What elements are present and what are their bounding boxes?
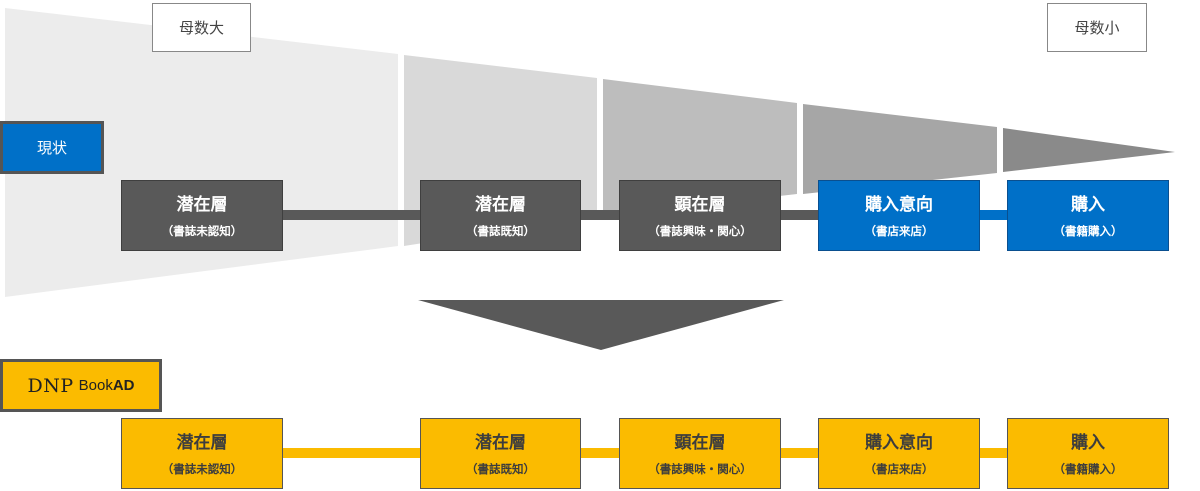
dnp-stage-3: 顕在層 （書誌興味・関心） xyxy=(619,418,781,489)
stage-title: 顕在層 xyxy=(674,194,726,215)
stage-subtitle: （書籍購入） xyxy=(1053,461,1123,476)
dnp-stage-5: 購入 （書籍購入） xyxy=(1007,418,1169,489)
dnp-logo-main: DNP xyxy=(27,374,74,397)
funnel-segment-4 xyxy=(803,104,997,194)
current-stage-2: 潜在層 （書誌既知） xyxy=(420,180,581,251)
stage-subtitle: （書誌未認知） xyxy=(161,223,243,238)
dnp-logo-ad: AD xyxy=(112,377,135,394)
current-connector-1 xyxy=(282,210,422,220)
stage-title: 購入 xyxy=(1071,432,1105,453)
dnp-stage-1: 潜在層 （書誌未認知） xyxy=(121,418,283,489)
down-arrow xyxy=(418,300,784,350)
current-connector-4 xyxy=(979,210,1008,220)
current-state-tag: 現状 xyxy=(0,121,104,174)
current-connector-2 xyxy=(580,210,620,220)
current-stage-5: 購入 （書籍購入） xyxy=(1007,180,1169,251)
dnp-connector-4 xyxy=(979,448,1008,458)
dnp-connector-2 xyxy=(580,448,620,458)
label-small-population: 母数小 xyxy=(1047,3,1147,52)
stage-subtitle: （書店来店） xyxy=(864,461,934,476)
funnel-segment-1 xyxy=(5,8,398,297)
stage-subtitle: （書籍購入） xyxy=(1053,223,1123,238)
current-stage-1: 潜在層 （書誌未認知） xyxy=(121,180,283,251)
current-state-tag-label: 現状 xyxy=(36,139,67,157)
stage-subtitle: （書誌興味・関心） xyxy=(648,461,752,476)
stage-subtitle: （書誌既知） xyxy=(466,223,535,238)
stage-subtitle: （書店来店） xyxy=(864,223,934,238)
stage-title: 潜在層 xyxy=(176,194,228,215)
dnp-connector-3 xyxy=(780,448,820,458)
stage-subtitle: （書誌既知） xyxy=(466,461,535,476)
stage-title: 購入 xyxy=(1071,194,1105,215)
stage-title: 購入意向 xyxy=(865,432,933,453)
current-stage-4: 購入意向 （書店来店） xyxy=(818,180,980,251)
stage-title: 潜在層 xyxy=(176,432,228,453)
stage-title: 顕在層 xyxy=(674,432,726,453)
stage-title: 潜在層 xyxy=(475,432,526,453)
dnp-bookad-logo: DNP Book AD xyxy=(0,359,162,412)
current-stage-3: 顕在層 （書誌興味・関心） xyxy=(619,180,781,251)
label-large-population: 母数大 xyxy=(152,3,251,52)
dnp-stage-2: 潜在層 （書誌既知） xyxy=(420,418,581,489)
dnp-stage-4: 購入意向 （書店来店） xyxy=(818,418,980,489)
stage-title: 潜在層 xyxy=(475,194,526,215)
dnp-logo-book: Book xyxy=(78,377,113,394)
funnel-segment-5 xyxy=(1003,128,1175,172)
current-connector-3 xyxy=(780,210,820,220)
stage-subtitle: （書誌興味・関心） xyxy=(648,223,752,238)
dnp-connector-1 xyxy=(282,448,422,458)
stage-subtitle: （書誌未認知） xyxy=(161,461,243,476)
stage-title: 購入意向 xyxy=(865,194,933,215)
